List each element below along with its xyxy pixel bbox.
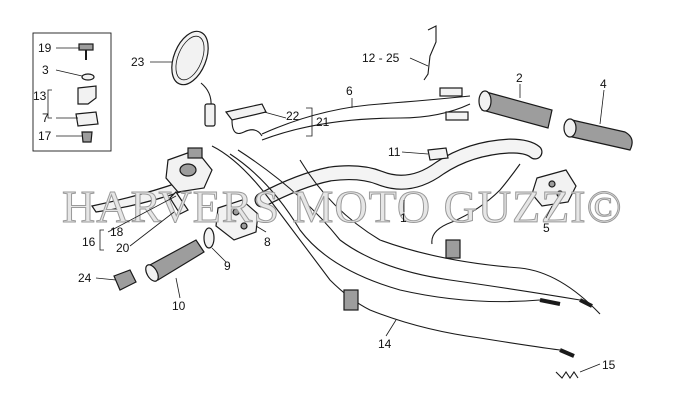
left-switch-8	[215, 199, 259, 241]
callout-21: 21	[316, 115, 330, 129]
callout-2: 2	[516, 71, 523, 85]
right-switch-5	[431, 163, 577, 259]
callout-5: 5	[543, 221, 550, 235]
nut-17	[81, 131, 93, 143]
callout-11: 11	[388, 145, 401, 159]
callout-23: 23	[131, 55, 145, 69]
callout-10: 10	[172, 299, 186, 313]
callout-6: 6	[346, 84, 353, 98]
callout-1: 1	[400, 211, 407, 225]
clutch-lever-assembly-16	[91, 147, 213, 215]
spring-15	[555, 371, 579, 379]
callout-20: 20	[116, 241, 130, 255]
handlebar-1	[254, 138, 543, 208]
callout-24: 24	[78, 271, 92, 285]
mirror-clamp-7	[75, 85, 99, 127]
spacer-9	[203, 227, 215, 249]
mirror-23	[171, 30, 216, 127]
control-cables-14	[211, 145, 601, 358]
leader-lines	[47, 47, 605, 373]
grip-4	[563, 118, 633, 151]
choke-lever-22	[224, 103, 267, 137]
callout-19: 19	[38, 41, 52, 55]
callout-7: 7	[42, 111, 49, 125]
spring-clip-12-25	[423, 25, 437, 81]
callout-18: 18	[110, 225, 124, 239]
callout-14: 14	[378, 337, 392, 351]
callout-4: 4	[600, 77, 607, 91]
callout-labels: 19 3 13 7 17 23 12 - 25 2 4 6 22 21 11 1…	[33, 41, 616, 372]
washer-3	[81, 73, 95, 81]
callout-16: 16	[82, 235, 96, 249]
callout-13: 13	[33, 89, 47, 103]
left-grip-10	[145, 239, 205, 282]
callout-8: 8	[264, 235, 271, 249]
callout-22: 22	[286, 109, 300, 123]
harness-connector	[343, 289, 359, 311]
callout-17: 17	[38, 129, 52, 143]
callout-15: 15	[602, 358, 616, 372]
watermark: HARVERS MOTO GUZZI©	[62, 181, 623, 232]
cable-clip-11	[427, 147, 449, 161]
callout-3: 3	[42, 63, 49, 77]
callout-12-25: 12 - 25	[362, 51, 400, 65]
hardware-inset	[32, 32, 112, 152]
throttle-cables-6	[261, 87, 471, 141]
screw-19	[78, 43, 94, 60]
callout-9: 9	[224, 259, 231, 273]
bar-end-weight-24	[113, 269, 137, 291]
throttle-grip-2	[478, 90, 553, 129]
